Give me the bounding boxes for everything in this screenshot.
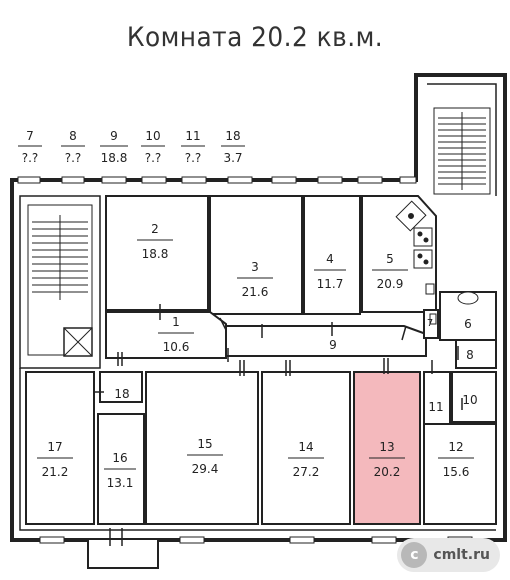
entrance-bay [87,540,159,569]
svg-text:13: 13 [379,440,394,454]
svg-text:27.2: 27.2 [293,465,320,479]
room-4 [303,195,361,315]
svg-text:16: 16 [112,451,127,465]
room-11 [423,371,451,425]
label-room-1: 1 10.6 [158,315,194,354]
top-label-7: 7 ?.? [18,129,42,165]
label-room-18: 18 [114,387,129,401]
room-2 [105,195,209,311]
label-room-14: 14 27.2 [288,440,324,479]
top-label-9: 9 18.8 [100,129,128,165]
svg-text:12: 12 [448,440,463,454]
svg-text:4: 4 [326,252,334,266]
label-room-16: 16 13.1 [104,451,136,490]
room-14 [261,371,351,525]
watermark-logo: c cmlt.ru [397,538,500,572]
svg-text:15: 15 [197,437,212,451]
svg-text:11: 11 [185,129,200,143]
svg-text:2: 2 [151,222,159,236]
label-room-12: 12 15.6 [438,440,474,479]
svg-text:17: 17 [47,440,62,454]
svg-text:21.6: 21.6 [242,285,269,299]
room-9-corridor [225,325,427,357]
svg-text:?.?: ?.? [65,151,82,165]
svg-text:18.8: 18.8 [101,151,128,165]
top-label-8: 8 ?.? [61,129,85,165]
svg-text:13.1: 13.1 [107,476,134,490]
label-room-4: 4 11.7 [314,252,346,291]
label-room-15: 15 29.4 [187,437,223,476]
svg-text:29.4: 29.4 [192,462,219,476]
room-5 [361,195,437,313]
svg-text:?.?: ?.? [145,151,162,165]
svg-text:10.6: 10.6 [163,340,190,354]
watermark-text: cmlt.ru [433,547,490,563]
label-room-11: 11 [428,400,443,414]
svg-text:1: 1 [172,315,180,329]
top-label-11: 11 ?.? [181,129,205,165]
svg-text:3.7: 3.7 [223,151,242,165]
room-17 [25,371,95,525]
svg-text:10: 10 [145,129,160,143]
svg-text:5: 5 [386,252,394,266]
svg-text:15.6: 15.6 [443,465,470,479]
svg-text:14: 14 [298,440,313,454]
svg-text:20.2: 20.2 [374,465,401,479]
room-labels: 2 18.8 3 21.6 4 11.7 5 20.9 1 10.6 9 6 7… [37,222,478,490]
label-room-13: 13 20.2 [369,440,405,479]
svg-text:7: 7 [26,129,34,143]
svg-text:8: 8 [69,129,77,143]
top-label-10: 10 ?.? [141,129,165,165]
svg-text:9: 9 [110,129,118,143]
stove-icon [395,200,435,295]
room-12 [423,423,497,525]
logo-icon: c [401,542,428,568]
top-windows [17,176,417,184]
room-3 [209,195,303,315]
label-room-7: 7 [427,318,433,329]
left-stairs [27,204,93,357]
right-stairs [433,107,491,195]
room-8 [455,339,497,369]
room-15 [145,371,259,525]
label-room-2: 2 18.8 [137,222,173,261]
label-room-10: 10 [462,393,477,407]
svg-text:3: 3 [251,260,259,274]
label-room-5: 5 20.9 [372,252,408,291]
room-13-highlighted [353,371,421,525]
svg-text:?.?: ?.? [185,151,202,165]
label-room-8: 8 [466,348,474,362]
label-room-6: 6 [464,317,472,331]
room-18 [99,371,143,403]
svg-text:11.7: 11.7 [317,277,344,291]
door-marks [94,304,463,546]
inner-wall-lines [19,83,497,531]
label-room-3: 3 21.6 [237,260,273,299]
svg-text:18: 18 [225,129,240,143]
top-label-18: 18 3.7 [221,129,245,165]
svg-text:20.9: 20.9 [377,277,404,291]
svg-text:?.?: ?.? [22,151,39,165]
svg-text:18.8: 18.8 [142,247,169,261]
svg-text:21.2: 21.2 [42,465,69,479]
label-room-9: 9 [329,338,337,352]
plan-title: Комната 20.2 кв.м. [126,22,384,53]
room-10 [451,371,497,423]
label-room-17: 17 21.2 [37,440,73,479]
